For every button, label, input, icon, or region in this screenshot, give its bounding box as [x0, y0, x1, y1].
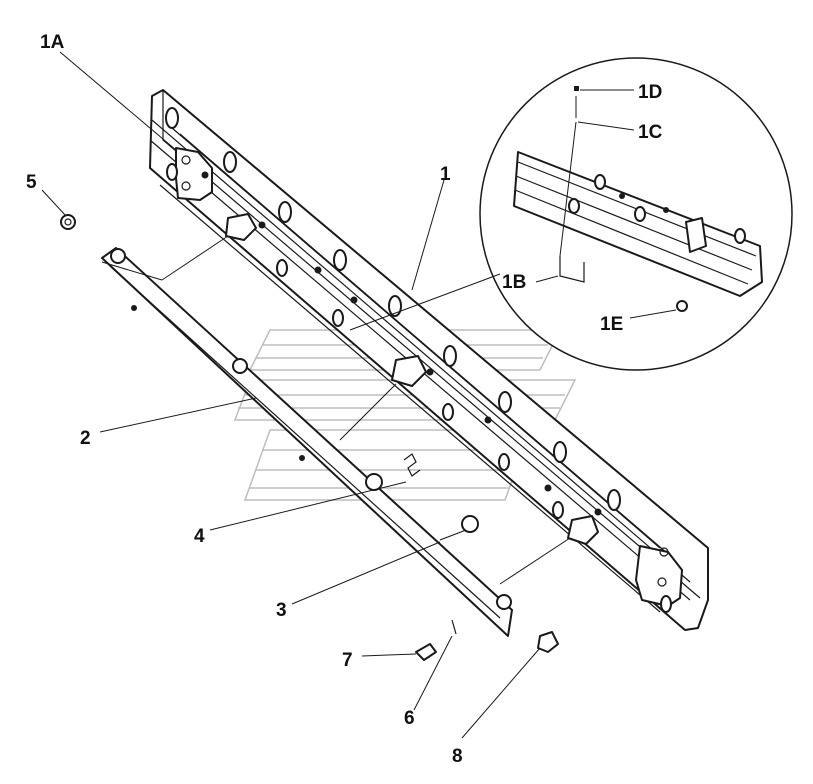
bracket-right: [635, 545, 683, 607]
pin-part-6: [451, 619, 457, 635]
label-7: 7: [342, 650, 353, 671]
detail-callout: [349, 57, 793, 371]
label-5: 5: [26, 172, 37, 193]
bolt-part-7: [415, 643, 437, 661]
label-6: 6: [404, 708, 415, 729]
label-8: 8: [452, 746, 463, 767]
spring-part-4: [403, 453, 421, 477]
label-1c: 1C: [638, 122, 663, 143]
main-bar: [149, 89, 709, 631]
label-1e: 1E: [600, 314, 623, 335]
nut-part-5: [60, 214, 76, 230]
label-4: 4: [194, 526, 205, 547]
label-1a: 1A: [40, 32, 65, 53]
label-1b: 1B: [502, 272, 526, 293]
bushing-part-3: [439, 515, 479, 541]
lower-rod: [101, 247, 513, 637]
part-labels: 1A 1 5 2 4 3 7 6 8 1D 1C 1B 1E: [26, 32, 663, 767]
leader-lines: [41, 51, 571, 739]
bracket-1a: [175, 147, 213, 201]
rod-hangers: [225, 213, 599, 545]
label-1: 1: [440, 164, 451, 185]
label-1d: 1D: [638, 82, 662, 103]
fitting-part-8: [537, 631, 559, 653]
label-3: 3: [276, 600, 287, 621]
u-bolt-row: [165, 107, 672, 613]
label-2: 2: [80, 428, 91, 449]
nut-row: [201, 171, 602, 516]
